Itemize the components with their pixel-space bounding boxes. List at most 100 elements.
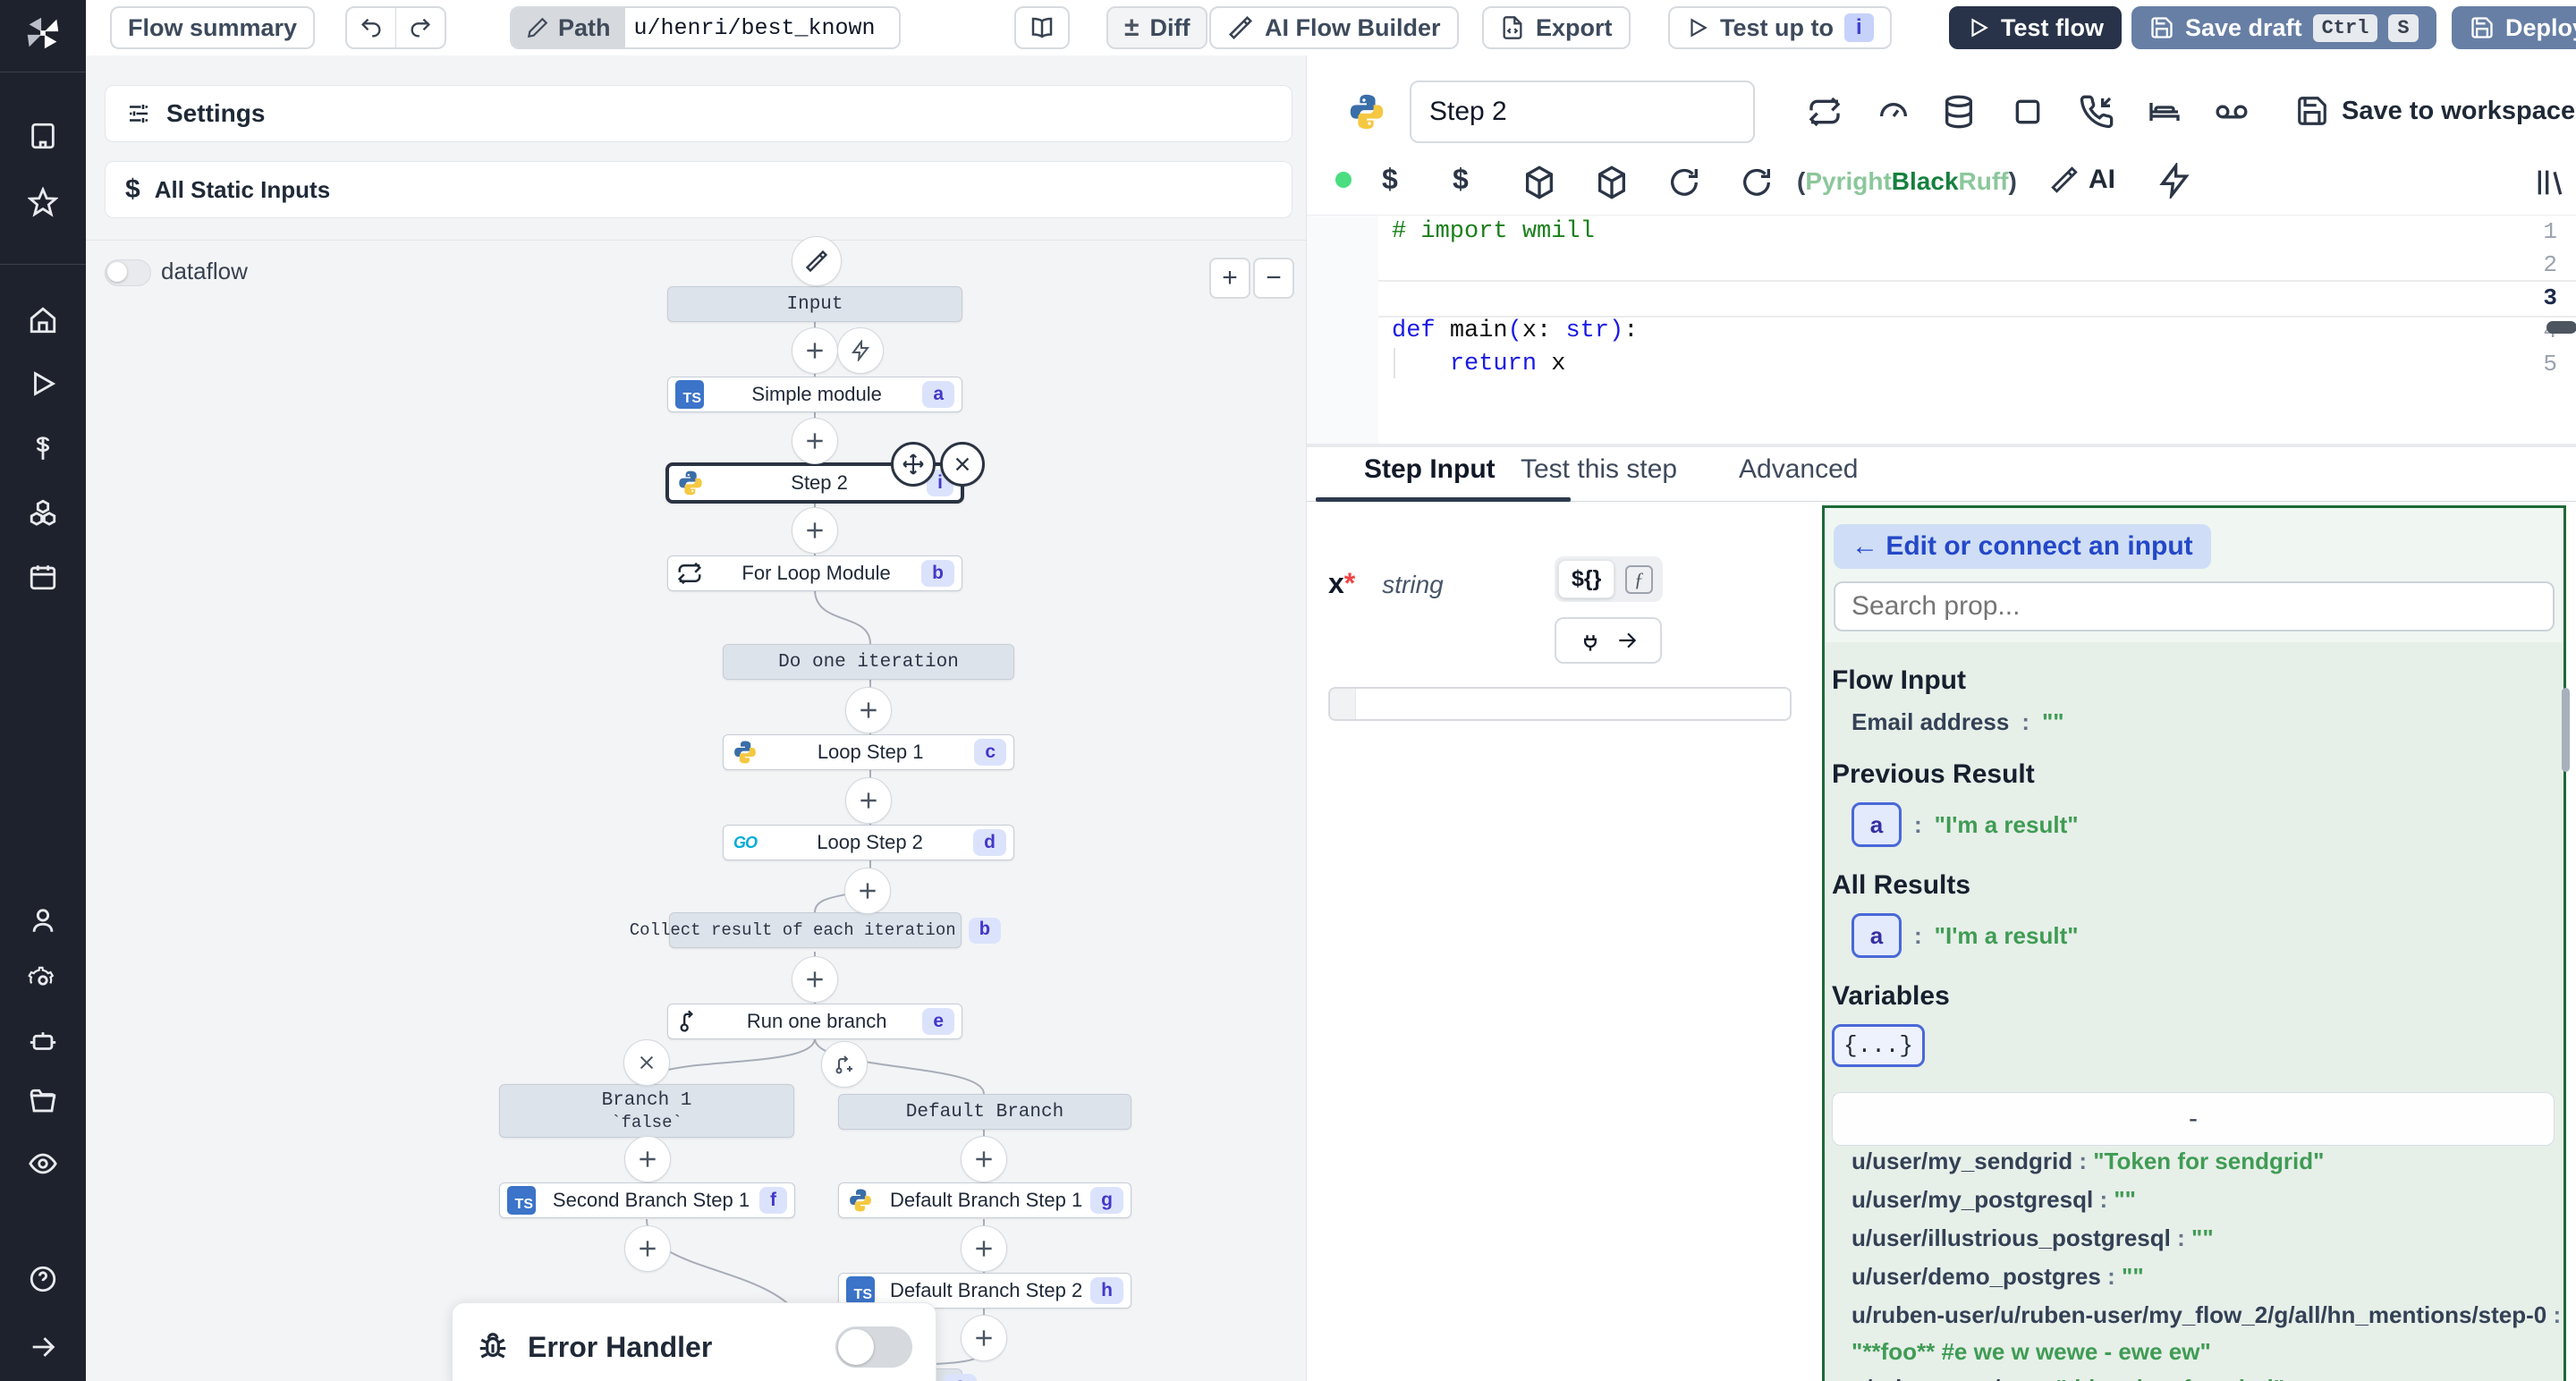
ai-flow-builder-button[interactable]: AI Flow Builder	[1209, 6, 1459, 49]
diff-button[interactable]: ± Diff	[1106, 6, 1208, 49]
help-icon[interactable]	[28, 1264, 58, 1294]
add-step-button[interactable]	[792, 418, 838, 464]
suspend-phone-icon[interactable]	[2079, 94, 2114, 130]
node-second-branch-step-1[interactable]: TS Second Branch Step 1 f	[499, 1182, 795, 1218]
node-input[interactable]: Input	[667, 286, 962, 322]
edit-or-connect-pill[interactable]: ← Edit or connect an input	[1834, 524, 2211, 569]
timeout-gauge-icon[interactable]	[1876, 94, 1911, 130]
test-up-to-button[interactable]: Test up to i	[1668, 6, 1892, 49]
package-icon[interactable]	[1521, 165, 1557, 200]
test-flow-button[interactable]: Test flow	[1949, 6, 2123, 49]
zoom-out-button[interactable]: −	[1253, 258, 1294, 299]
path-input[interactable]	[624, 8, 899, 47]
add-step-button[interactable]	[624, 1225, 671, 1272]
add-step-button[interactable]	[792, 507, 838, 554]
node-default-branch[interactable]: Default Branch	[838, 1094, 1131, 1130]
flow-summary-button[interactable]: Flow summary	[110, 6, 316, 49]
result-key-badge[interactable]: a	[1852, 802, 1902, 847]
add-step-button[interactable]	[792, 956, 838, 1003]
all-static-inputs-card[interactable]: $ All Static Inputs	[105, 161, 1292, 218]
resource-row[interactable]: u/user/my_postgresql : ""	[1852, 1186, 2136, 1213]
zoom-in-button[interactable]: +	[1209, 258, 1250, 299]
node-for-loop-module[interactable]: For Loop Module b	[667, 555, 962, 591]
error-handler-toggle[interactable]	[835, 1326, 912, 1368]
add-step-button[interactable]	[845, 687, 892, 733]
add-step-button[interactable]	[624, 1136, 671, 1182]
undo-button[interactable]	[347, 8, 396, 47]
reload-icon[interactable]	[1666, 165, 1702, 200]
settings-gear-icon[interactable]	[28, 965, 58, 996]
node-do-one-iteration[interactable]: Do one iteration	[723, 644, 1014, 680]
node-run-one-branch[interactable]: Run one branch e	[667, 1004, 962, 1039]
node-collect-result[interactable]: Collect result of each iteration b	[630, 912, 1002, 948]
cache-database-icon[interactable]	[1941, 94, 1977, 130]
users-icon[interactable]	[28, 905, 58, 936]
package-icon[interactable]	[1594, 165, 1630, 200]
retries-repeat-icon[interactable]	[1807, 94, 1843, 130]
picker-scrollbar-thumb[interactable]	[2562, 688, 2570, 772]
error-handler-card[interactable]: Error Handler	[452, 1302, 936, 1381]
template-fx-toggle[interactable]: ${} ƒ	[1555, 556, 1664, 602]
template-mode-button[interactable]: ${}	[1558, 560, 1615, 598]
resource-row[interactable]: u/user/illustrious_postgresql : ""	[1852, 1224, 2214, 1251]
code-editor[interactable]: 1 2 3 4 5 # import wmill def main(x: str…	[1307, 215, 2576, 445]
library-icon[interactable]	[2532, 165, 2568, 200]
add-step-button[interactable]	[961, 1225, 1007, 1272]
tab-step-input[interactable]: Step Input	[1364, 454, 1496, 484]
resource-row[interactable]: u/user/my_sendgrid : "Token for sendgrid…	[1852, 1148, 2325, 1174]
deploy-button[interactable]: Deploy	[2452, 6, 2576, 49]
ai-assistant-button[interactable]: AI	[2049, 165, 2115, 195]
resource-row[interactable]: u/ruben-user/res : "this token for wind"	[1852, 1375, 2284, 1381]
node-loop-step-2[interactable]: GO Loop Step 2 d	[723, 825, 1014, 860]
arg-value-input[interactable]	[1328, 687, 1792, 721]
dataflow-toggle[interactable]	[105, 259, 151, 286]
resources-empty-select[interactable]: -	[1832, 1092, 2555, 1146]
workers-robot-icon[interactable]	[28, 1026, 58, 1056]
previous-result-row[interactable]: a : "I'm a result"	[1852, 802, 2563, 847]
folders-icon[interactable]	[28, 1087, 58, 1117]
move-node-handle[interactable]	[891, 442, 936, 487]
flow-settings-card[interactable]: Settings	[105, 85, 1292, 142]
add-trigger-zap-button[interactable]	[837, 327, 884, 374]
add-step-button[interactable]	[961, 1136, 1007, 1182]
node-branch-1[interactable]: Branch 1 `false`	[499, 1084, 794, 1138]
runs-icon[interactable]	[28, 369, 58, 399]
collapse-arrow-icon[interactable]	[28, 1332, 58, 1362]
static-inputs-dollar-icon[interactable]: $	[1382, 163, 1398, 195]
node-default-branch-step-2[interactable]: TS Default Branch Step 2 h	[838, 1273, 1131, 1309]
connect-input-button[interactable]	[1555, 617, 1662, 664]
early-stop-square-icon[interactable]	[2010, 94, 2046, 130]
variables-icon[interactable]	[28, 432, 58, 462]
variables-badge[interactable]: {...}	[1832, 1024, 1926, 1067]
fx-mode-button[interactable]: ƒ	[1618, 564, 1659, 594]
node-loop-step-1[interactable]: Loop Step 1 c	[723, 734, 1014, 770]
schedules-calendar-icon[interactable]	[28, 562, 58, 592]
windmill-logo-icon[interactable]	[22, 13, 64, 54]
remove-branch-button[interactable]	[623, 1039, 670, 1086]
export-button[interactable]: Export	[1482, 6, 1631, 49]
search-prop-input[interactable]	[1834, 581, 2555, 631]
result-key-badge[interactable]: a	[1852, 913, 1902, 958]
save-to-workspace-button[interactable]: Save to workspace	[2295, 94, 2575, 128]
tab-test-this-step[interactable]: Test this step	[1521, 454, 1678, 484]
mock-voicemail-icon[interactable]	[2214, 94, 2250, 130]
audit-eye-icon[interactable]	[28, 1148, 58, 1179]
node-simple-module[interactable]: TS Simple module a	[667, 377, 962, 412]
path-label-segment[interactable]: Path	[512, 8, 625, 47]
home-icon[interactable]	[28, 305, 58, 335]
flow-input-row[interactable]: Email address : ""	[1852, 708, 2064, 735]
delete-node-button[interactable]	[940, 442, 985, 487]
zap-icon[interactable]	[2157, 163, 2192, 199]
tab-advanced[interactable]: Advanced	[1739, 454, 1859, 484]
ai-wand-circle-button[interactable]	[792, 236, 842, 286]
add-step-button[interactable]	[844, 868, 891, 914]
all-results-row[interactable]: a : "I'm a result"	[1852, 913, 2563, 958]
node-default-branch-step-1[interactable]: Default Branch Step 1 g	[838, 1182, 1131, 1218]
resource-row[interactable]: u/ruben-user/u/ruben-user/my_flow_2/g/al…	[1852, 1301, 2562, 1328]
docs-book-button[interactable]	[1014, 6, 1070, 49]
step-name-input[interactable]	[1410, 80, 1755, 143]
add-step-button[interactable]	[961, 1315, 1007, 1361]
save-draft-button[interactable]: Save draft Ctrl S	[2131, 6, 2436, 49]
add-step-button[interactable]	[792, 327, 838, 374]
resource-row[interactable]: u/user/demo_postgres : ""	[1852, 1263, 2144, 1290]
